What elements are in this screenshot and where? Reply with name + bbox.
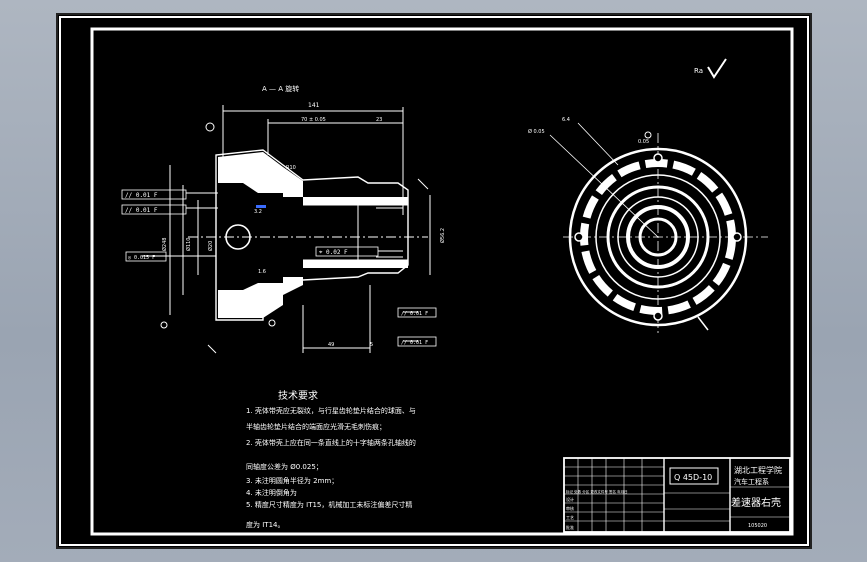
requirement-line-7: 5. 精度尺寸精度为 IT15，机械加工未标注偏差尺寸精 (246, 500, 412, 509)
dim-bottom-len: 49 (328, 342, 334, 348)
tolerance-frames: // 0.01 F // 0.01 F ◎ 0.015 F ⌖ 0.02 F /… (121, 189, 437, 347)
dim-dia-left: Ø248 (161, 238, 168, 251)
requirement-line-6: 4. 未注明倒角为 (246, 488, 297, 497)
part-name: 差速器右壳 (731, 496, 781, 509)
requirement-line-4: 同轴度公差为 Ø0.025； (246, 462, 323, 471)
drawing-number: 105020 (748, 523, 767, 529)
title-block-row-design: 设计 (566, 496, 574, 502)
dim-radius: R10 (286, 165, 296, 171)
title-block: 标记 处数 分区 更改文件号 签名 年月日 设计 审核 工艺 批准 Q 45D-… (563, 457, 791, 533)
dim-right-len: 23 (376, 117, 382, 123)
requirement-line-1: 1. 壳体带壳应无裂纹，与行星齿轮垫片结合的球面、与 (246, 406, 416, 415)
dim-end-view-tol: Ø 0.05 (528, 128, 545, 135)
dim-bottom-small: 5 (370, 342, 373, 348)
section-view: A — A 旋转 141 70 ± 0.05 23 (142, 84, 446, 354)
dim-end-view-pos: 0.05 (638, 139, 649, 145)
inner-drawing-frame (90, 27, 794, 536)
selection-marker (256, 205, 266, 208)
dim-hole-b: 1.6 (260, 311, 268, 317)
requirement-line-3: 2. 壳体带壳上应在同一条直线上的十字轴两条孔轴线的 (246, 438, 416, 447)
requirements-title: 技术要求 (278, 389, 318, 402)
technical-requirements: 技术要求 1. 壳体带壳应无裂纹，与行星齿轮垫片结合的球面、与 半轴齿轮垫片结合… (246, 389, 416, 529)
dim-pos-tol: 70 ± 0.05 (301, 117, 326, 123)
outer-sheet-border (59, 16, 809, 546)
cad-drawing-viewport[interactable]: Ra A — A 旋转 141 70 ± 0.05 23 (56, 13, 812, 549)
dim-dia-mid: Ø110 (185, 238, 192, 251)
check-icon (707, 58, 727, 79)
dim-hole-a: 1.6 (258, 269, 266, 275)
requirement-line-2: 半轴齿轮垫片结合的端面应光滑无毛刺伤痕； (246, 422, 386, 431)
requirement-line-5: 3. 未注明圆角半径为 2mm； (246, 476, 338, 485)
dim-dia-right: Ø56.2 (439, 228, 446, 243)
cad-drawing-canvas[interactable]: Ra A — A 旋转 141 70 ± 0.05 23 (58, 15, 810, 547)
roughness-symbol: Ra (694, 58, 727, 79)
tol-frame-6: // 0.01 F (401, 340, 428, 346)
tol-frame-4: ⌖ 0.02 F (319, 249, 348, 256)
roughness-label: Ra (694, 67, 703, 75)
school-name: 湖北工程学院 (734, 465, 782, 475)
requirement-line-8: 度为 IT14。 (246, 520, 284, 529)
department-name: 汽车工程系 (734, 477, 769, 486)
dim-overall-width: 141 (308, 102, 320, 109)
tol-frame-1: // 0.01 F (125, 192, 158, 199)
dim-end-view-small: 6.4 (562, 117, 570, 123)
dim-dia-circle: Ø20 (207, 241, 214, 251)
end-view: Ø 0.05 6.4 0.05 (528, 117, 768, 333)
dim-chamfer: 3.2 (254, 209, 262, 215)
title-block-row-header: 标记 处数 分区 更改文件号 签名 年月日 (566, 489, 628, 494)
title-block-row-approve: 批准 (566, 524, 574, 530)
section-label: A — A 旋转 (262, 84, 299, 93)
tol-frame-3: ◎ 0.015 F (128, 255, 155, 261)
title-block-row-review: 审核 (566, 505, 574, 511)
tol-frame-5: // 0.01 F (401, 311, 428, 317)
title-block-row-process: 工艺 (566, 515, 574, 520)
drawing-code: Q 45D-10 (674, 473, 712, 482)
tol-frame-2: // 0.01 F (125, 207, 158, 214)
